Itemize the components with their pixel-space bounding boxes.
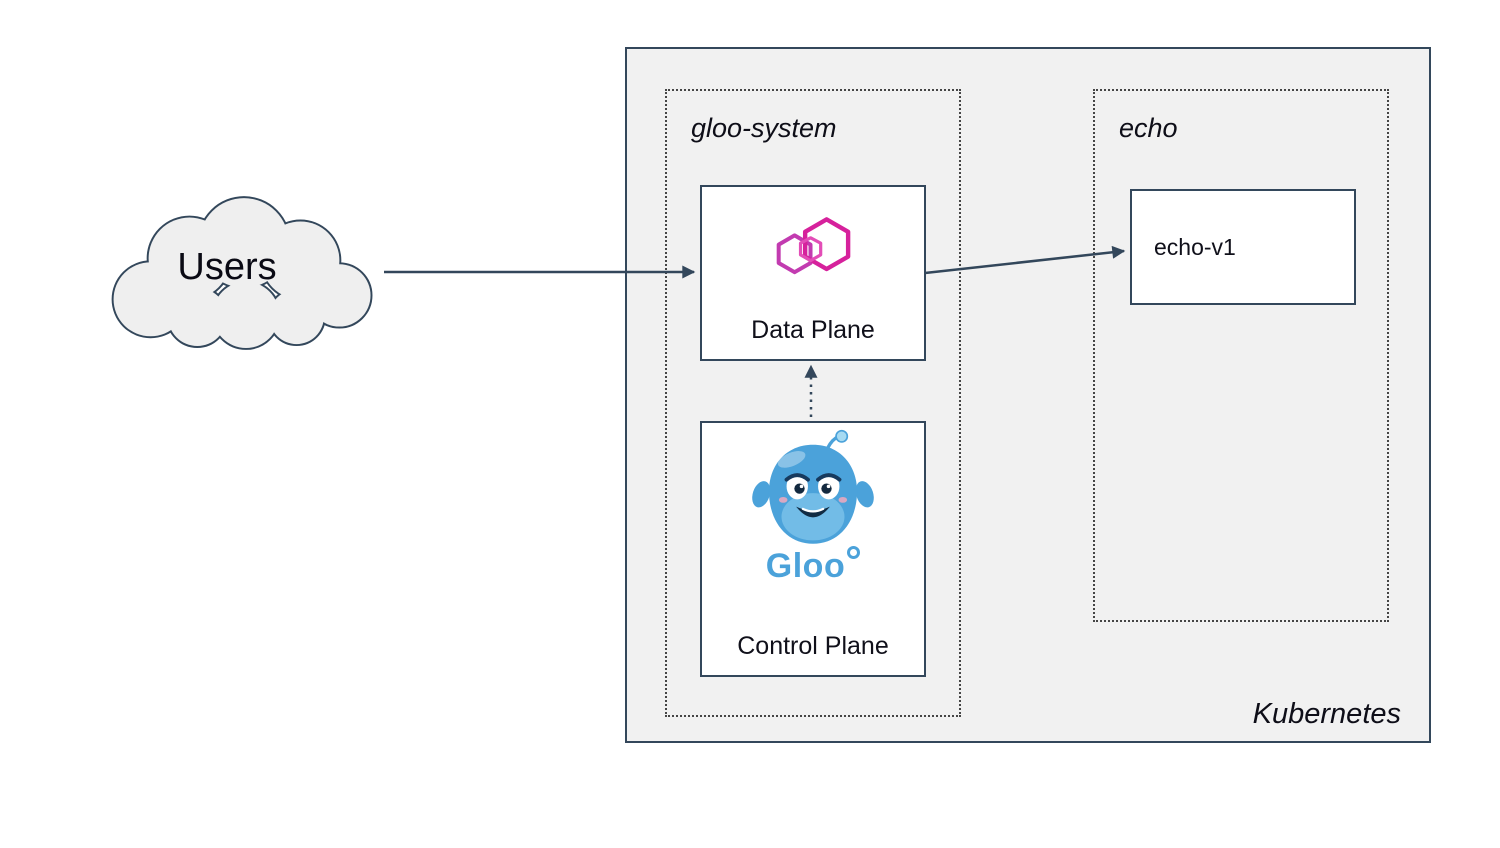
kubernetes-boundary: gloo-system Data Plane — [625, 47, 1431, 743]
control-plane-node: Gloo Control Plane — [700, 421, 926, 677]
namespace-echo: echo echo-v1 — [1093, 89, 1389, 622]
users-cloud: Users — [98, 186, 390, 362]
control-plane-label: Control Plane — [737, 632, 889, 660]
echo-label: echo — [1119, 113, 1178, 143]
gloo-mascot-icon — [752, 429, 874, 544]
gloo-wordmark: Gloo — [766, 549, 860, 583]
data-plane-node: Data Plane — [700, 185, 926, 361]
echo-v1-label: echo-v1 — [1154, 233, 1236, 260]
users-label: Users — [177, 246, 277, 288]
cloud-icon — [111, 196, 373, 350]
echo-v1-node: echo-v1 — [1130, 189, 1356, 305]
gloo-gateway-logo-icon — [776, 217, 851, 275]
gloo-system-label: gloo-system — [691, 113, 837, 143]
kubernetes-label: Kubernetes — [1252, 698, 1401, 730]
namespace-gloo-system: gloo-system Data Plane — [665, 89, 961, 717]
data-plane-label: Data Plane — [751, 316, 875, 344]
